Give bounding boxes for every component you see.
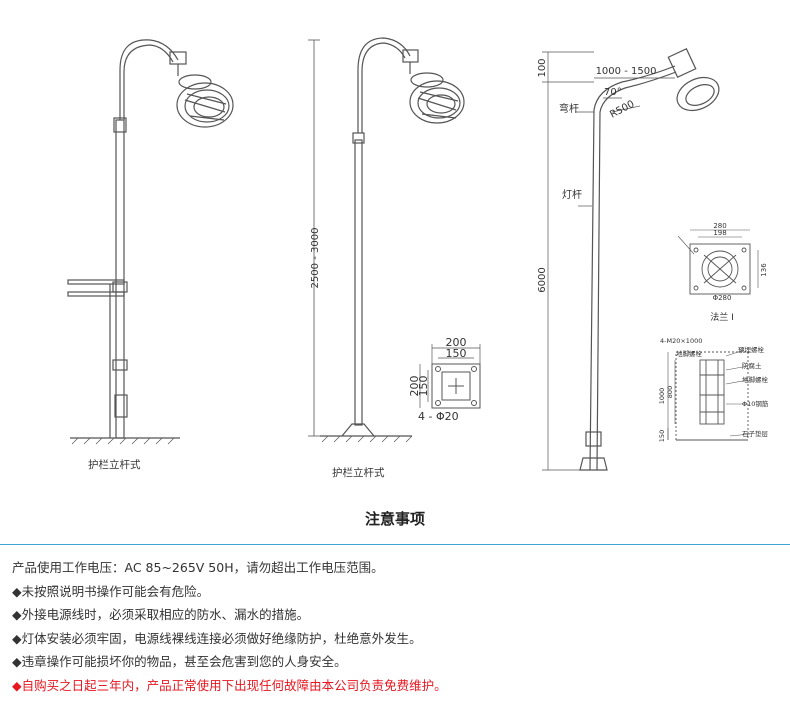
- notice-line-voltage: 产品使用工作电压：AC 85~265V 50H，请勿超出工作电压范围。: [12, 560, 384, 575]
- mounting-plate-drawing: [419, 344, 481, 409]
- left-railing-pole-drawing: [67, 39, 234, 445]
- right-pole-label: 灯杆: [562, 189, 582, 201]
- found-dim-top: 4-M20×1000: [660, 337, 702, 345]
- middle-height-dim: 2500 - 3000: [310, 228, 321, 289]
- middle-pole-drawing: [308, 37, 465, 443]
- flange-dim-phi: Φ280: [713, 294, 732, 302]
- flange-detail-drawing: [677, 229, 759, 295]
- notice-line-warranty: ◆自购买之日起三年内，产品正常使用下出现任何故障由本公司负责免费维护。: [12, 677, 447, 693]
- found-label-4: Φ10钢筋: [742, 399, 769, 408]
- found-dim-800: 800: [666, 386, 674, 398]
- plate-side-inner-dim: 150: [417, 376, 430, 397]
- flange-dim-280: 280: [713, 222, 726, 230]
- found-dim-150: 150: [658, 430, 666, 442]
- left-caption: 护栏立杆式: [88, 458, 141, 471]
- right-angle-label: 70°: [604, 87, 622, 98]
- middle-caption: 护栏立杆式: [332, 466, 385, 479]
- notice-line-manual: ◆未按照说明书操作可能会有危险。: [12, 583, 210, 599]
- plate-side-outer-dim: 200: [408, 376, 421, 397]
- plate-holes-dim: 4 - Φ20: [418, 410, 459, 423]
- notice-list: 产品使用工作电压：AC 85~265V 50H，请勿超出工作电压范围。 ◆未按照…: [12, 556, 782, 698]
- plate-top-outer-dim: 200: [446, 336, 467, 349]
- right-height-dim: 6000: [537, 267, 548, 292]
- notice-line-insulation: ◆灯体安装必须牢固，电源线裸线连接必须做好绝缘防护，杜绝意外发生。: [12, 630, 422, 646]
- found-dim-1000: 1000: [658, 388, 666, 405]
- foundation-detail-drawing: [667, 349, 751, 441]
- flange-dim-side: 136: [760, 263, 768, 277]
- notice-title: 注意事项: [364, 510, 425, 528]
- notice-line-waterproof: ◆外接电源线时，必须采取相应的防水、漏水的措施。: [12, 607, 310, 623]
- installation-diagram: 2500 - 3000 200 150 200 150 4 - Φ20: [67, 37, 769, 479]
- notice-line-safety: ◆违章操作可能损坏你的物品，甚至会危害到您的人身安全。: [12, 654, 347, 670]
- right-bend-label: 弯杆: [559, 102, 579, 115]
- right-reach-dim: 1000 - 1500: [596, 66, 657, 77]
- found-label-left: 地脚螺栓: [676, 349, 703, 358]
- found-label-5: 石子垫层: [742, 429, 769, 438]
- right-radius-label: R500: [608, 99, 636, 121]
- found-label-2: 防腐土: [742, 361, 762, 370]
- flange-dim-198: 198: [713, 229, 726, 237]
- right-top-dim: 100: [537, 58, 548, 77]
- found-label-1: 预埋螺栓: [738, 345, 765, 354]
- right-street-pole-drawing: [542, 48, 720, 471]
- divider-line: [0, 544, 790, 545]
- found-label-3: 地脚螺栓: [742, 375, 769, 384]
- plate-top-inner-dim: 150: [446, 347, 467, 360]
- flange-caption: 法兰 I: [710, 311, 734, 323]
